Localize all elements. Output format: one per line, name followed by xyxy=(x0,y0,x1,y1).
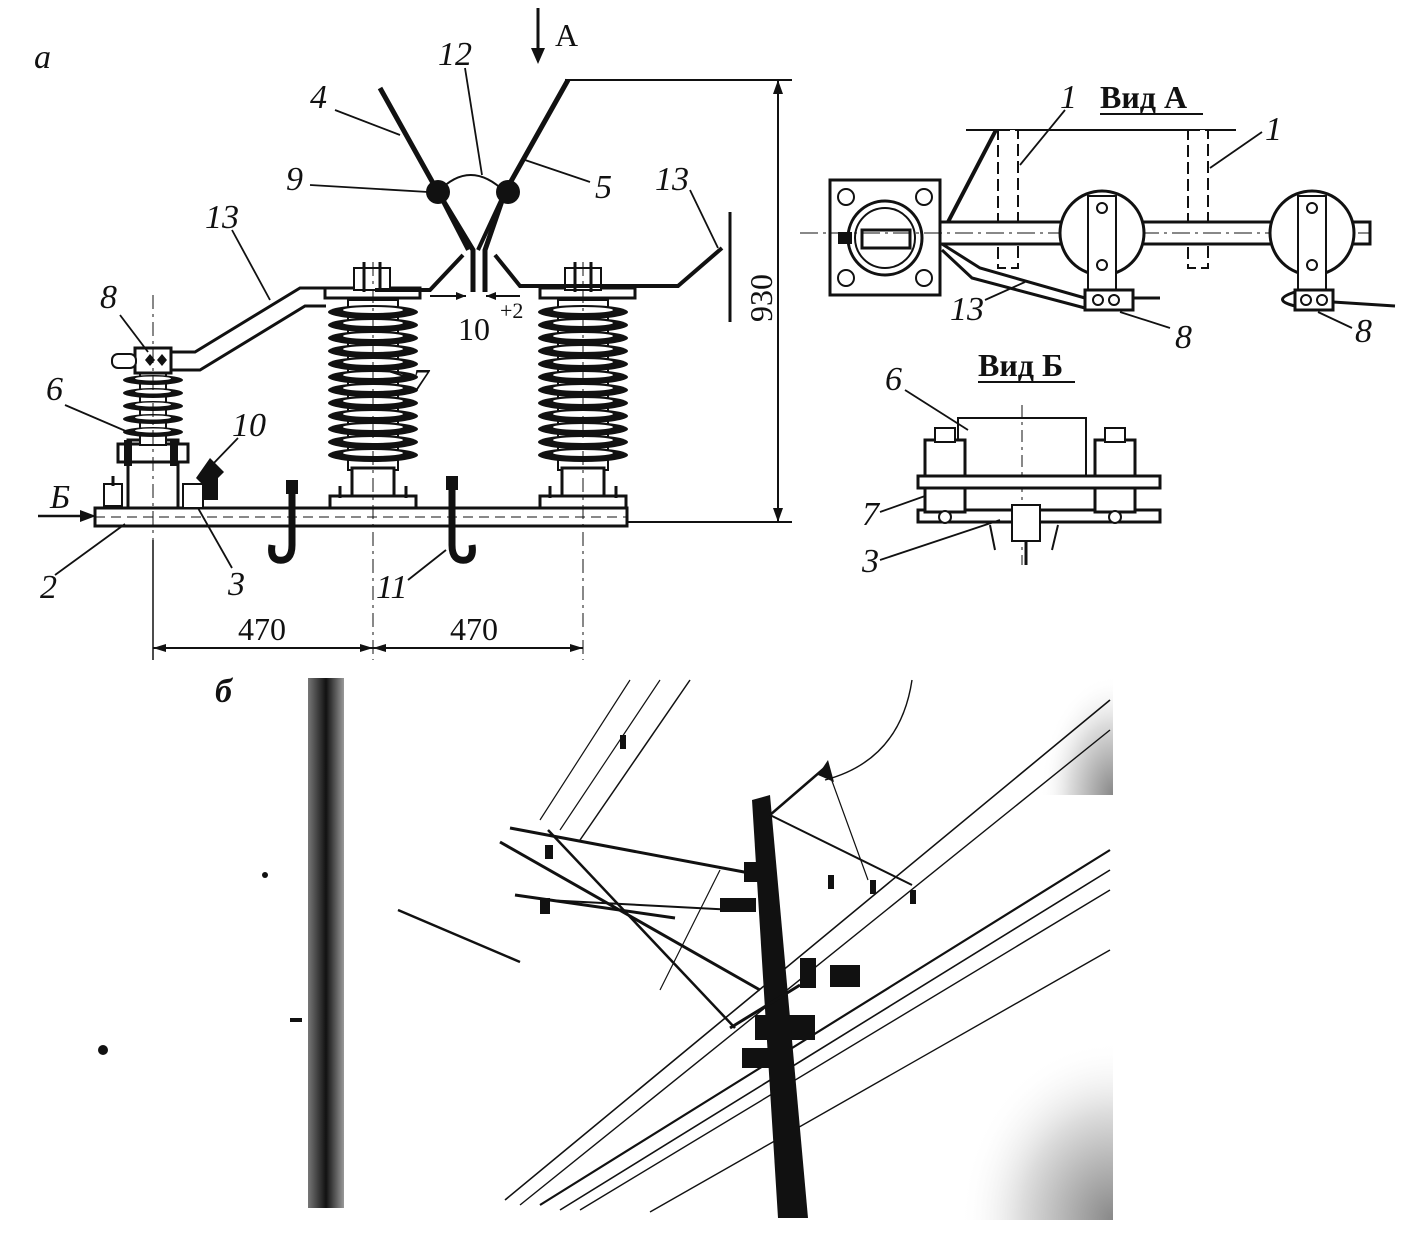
view-b-callout-6: 6 xyxy=(885,361,902,398)
view-b-drawing: Вид Б 6 7 3 xyxy=(861,347,1162,580)
span-right-value: 470 xyxy=(450,611,498,647)
post-insulator-right xyxy=(538,262,637,660)
photo-left-edge xyxy=(308,678,344,1208)
view-a-callout-1-right: 1 xyxy=(1265,111,1282,148)
view-b-callout-7: 7 xyxy=(862,496,881,533)
cantilever-structure xyxy=(397,764,913,1030)
callout-7: 7 xyxy=(412,363,431,400)
insulators-and-fittings xyxy=(98,735,916,1068)
view-a-title: Вид А xyxy=(1100,79,1187,115)
panel-a-drawing: а А Б xyxy=(34,8,792,660)
callout-6: 6 xyxy=(46,371,63,408)
post-1-right xyxy=(1187,129,1209,269)
post-insulator-left xyxy=(323,262,422,660)
span-dimensions: 470 470 xyxy=(152,540,583,660)
view-a-callout-8-left: 8 xyxy=(1175,319,1192,356)
gap-tolerance: +2 xyxy=(500,298,523,323)
gap-dimension: 10 +2 xyxy=(430,292,523,347)
callout-13-left: 13 xyxy=(205,199,239,236)
mounting-hook-right xyxy=(448,485,476,564)
view-b-callout-3: 3 xyxy=(861,543,879,580)
span-left-value: 470 xyxy=(238,611,286,647)
panel-a-letter: а xyxy=(34,39,51,76)
view-a-callout-8-right: 8 xyxy=(1355,313,1372,350)
post-1-left xyxy=(997,129,1019,269)
panel-b-letter: б xyxy=(215,673,234,710)
view-b-title: Вид Б xyxy=(978,347,1063,383)
drive-lever-10 xyxy=(182,458,224,509)
callout-5: 5 xyxy=(595,169,612,206)
callout-4: 4 xyxy=(310,79,327,116)
callout-3: 3 xyxy=(227,566,245,603)
callout-2: 2 xyxy=(40,569,57,606)
view-a-callout-13: 13 xyxy=(950,291,984,328)
callout-9: 9 xyxy=(286,161,303,198)
mounting-hook-left xyxy=(268,488,296,564)
callout-leaders xyxy=(54,67,719,581)
panel-b-photo: б xyxy=(98,673,1113,1220)
ball-contact-right xyxy=(496,180,520,204)
callout-12: 12 xyxy=(438,36,472,73)
height-dimension: 930 xyxy=(565,79,792,523)
view-a-drawing: Вид А xyxy=(800,79,1396,356)
callout-8: 8 xyxy=(100,279,117,316)
horn-gap-arms xyxy=(172,78,732,372)
callout-10: 10 xyxy=(232,407,266,444)
view-b-arrowhead xyxy=(80,510,96,522)
panel-a-callouts: 12 4 9 5 13 13 8 7 6 10 2 3 11 xyxy=(40,36,689,606)
catenary-pole xyxy=(752,795,808,1218)
callout-13-right: 13 xyxy=(655,161,689,198)
gap-value: 10 xyxy=(458,311,490,347)
callout-11: 11 xyxy=(376,569,407,606)
hook-bolt-left xyxy=(286,480,298,494)
terminal-clamp-8 xyxy=(111,295,173,540)
view-a-arrow-label: А xyxy=(555,17,578,53)
small-insulator-6 xyxy=(103,364,190,510)
view-a-arrowhead xyxy=(531,48,545,64)
hook-bolt-right xyxy=(446,476,458,490)
height-value: 930 xyxy=(743,274,779,322)
ball-contact-left xyxy=(426,180,450,204)
view-a-callout-1-left: 1 xyxy=(1060,79,1077,116)
view-b-arrow-label: Б xyxy=(49,479,70,516)
